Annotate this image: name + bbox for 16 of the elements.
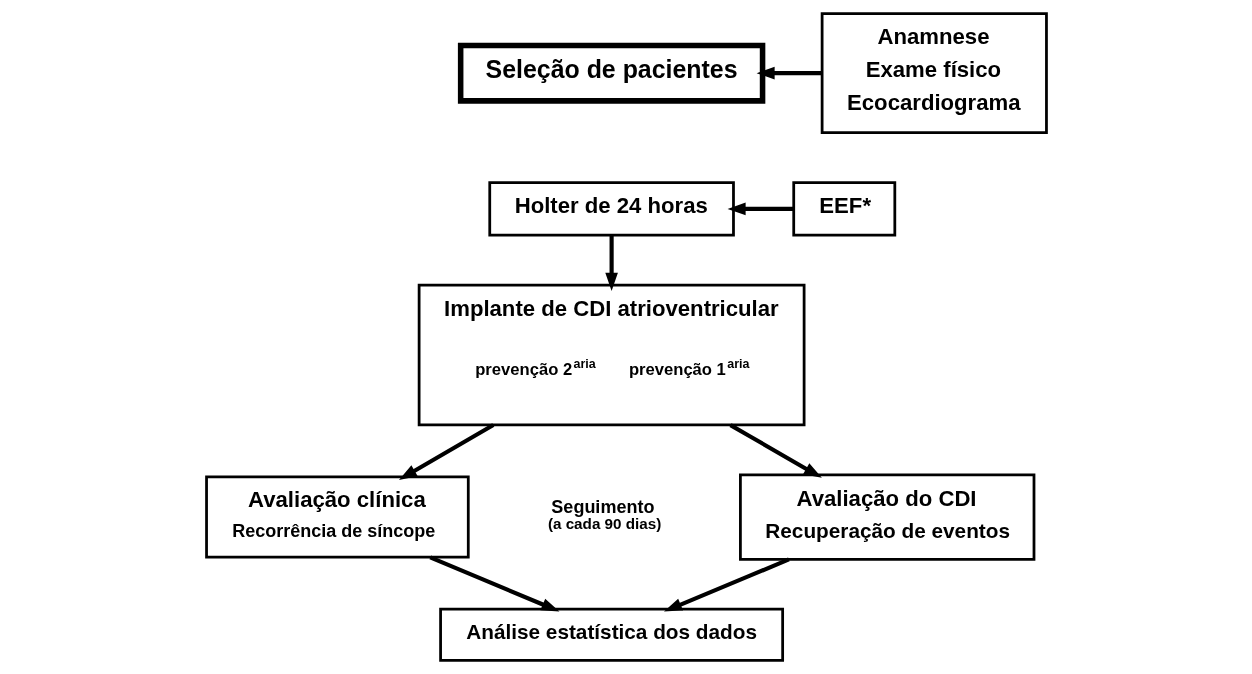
arrow <box>727 202 793 216</box>
node-box: Implante de CDI atrioventricular prevenção 2$^{aria}$ prevenção 1$^{aria}$ <box>417 283 805 427</box>
node-box: Avaliação do CDI Recuperação de eventos <box>738 473 1035 561</box>
node-box: EEF* <box>791 181 896 237</box>
arrow <box>604 235 618 291</box>
node-box: Anamnese Exame físico Ecocardiograma <box>820 12 1048 135</box>
arrow <box>728 423 822 478</box>
arrow <box>398 423 494 480</box>
node-box: Avaliação clínica Recorrência de síncope <box>204 475 470 559</box>
label: Seguimento <box>550 497 654 518</box>
arrow <box>428 555 559 612</box>
node-box: Holter de 24 horas <box>487 181 735 237</box>
node-box: Análise estatística dos dados <box>438 607 784 662</box>
arrow <box>663 557 790 612</box>
node-box: Seleção de pacientes <box>457 42 765 104</box>
arrow <box>756 66 822 80</box>
